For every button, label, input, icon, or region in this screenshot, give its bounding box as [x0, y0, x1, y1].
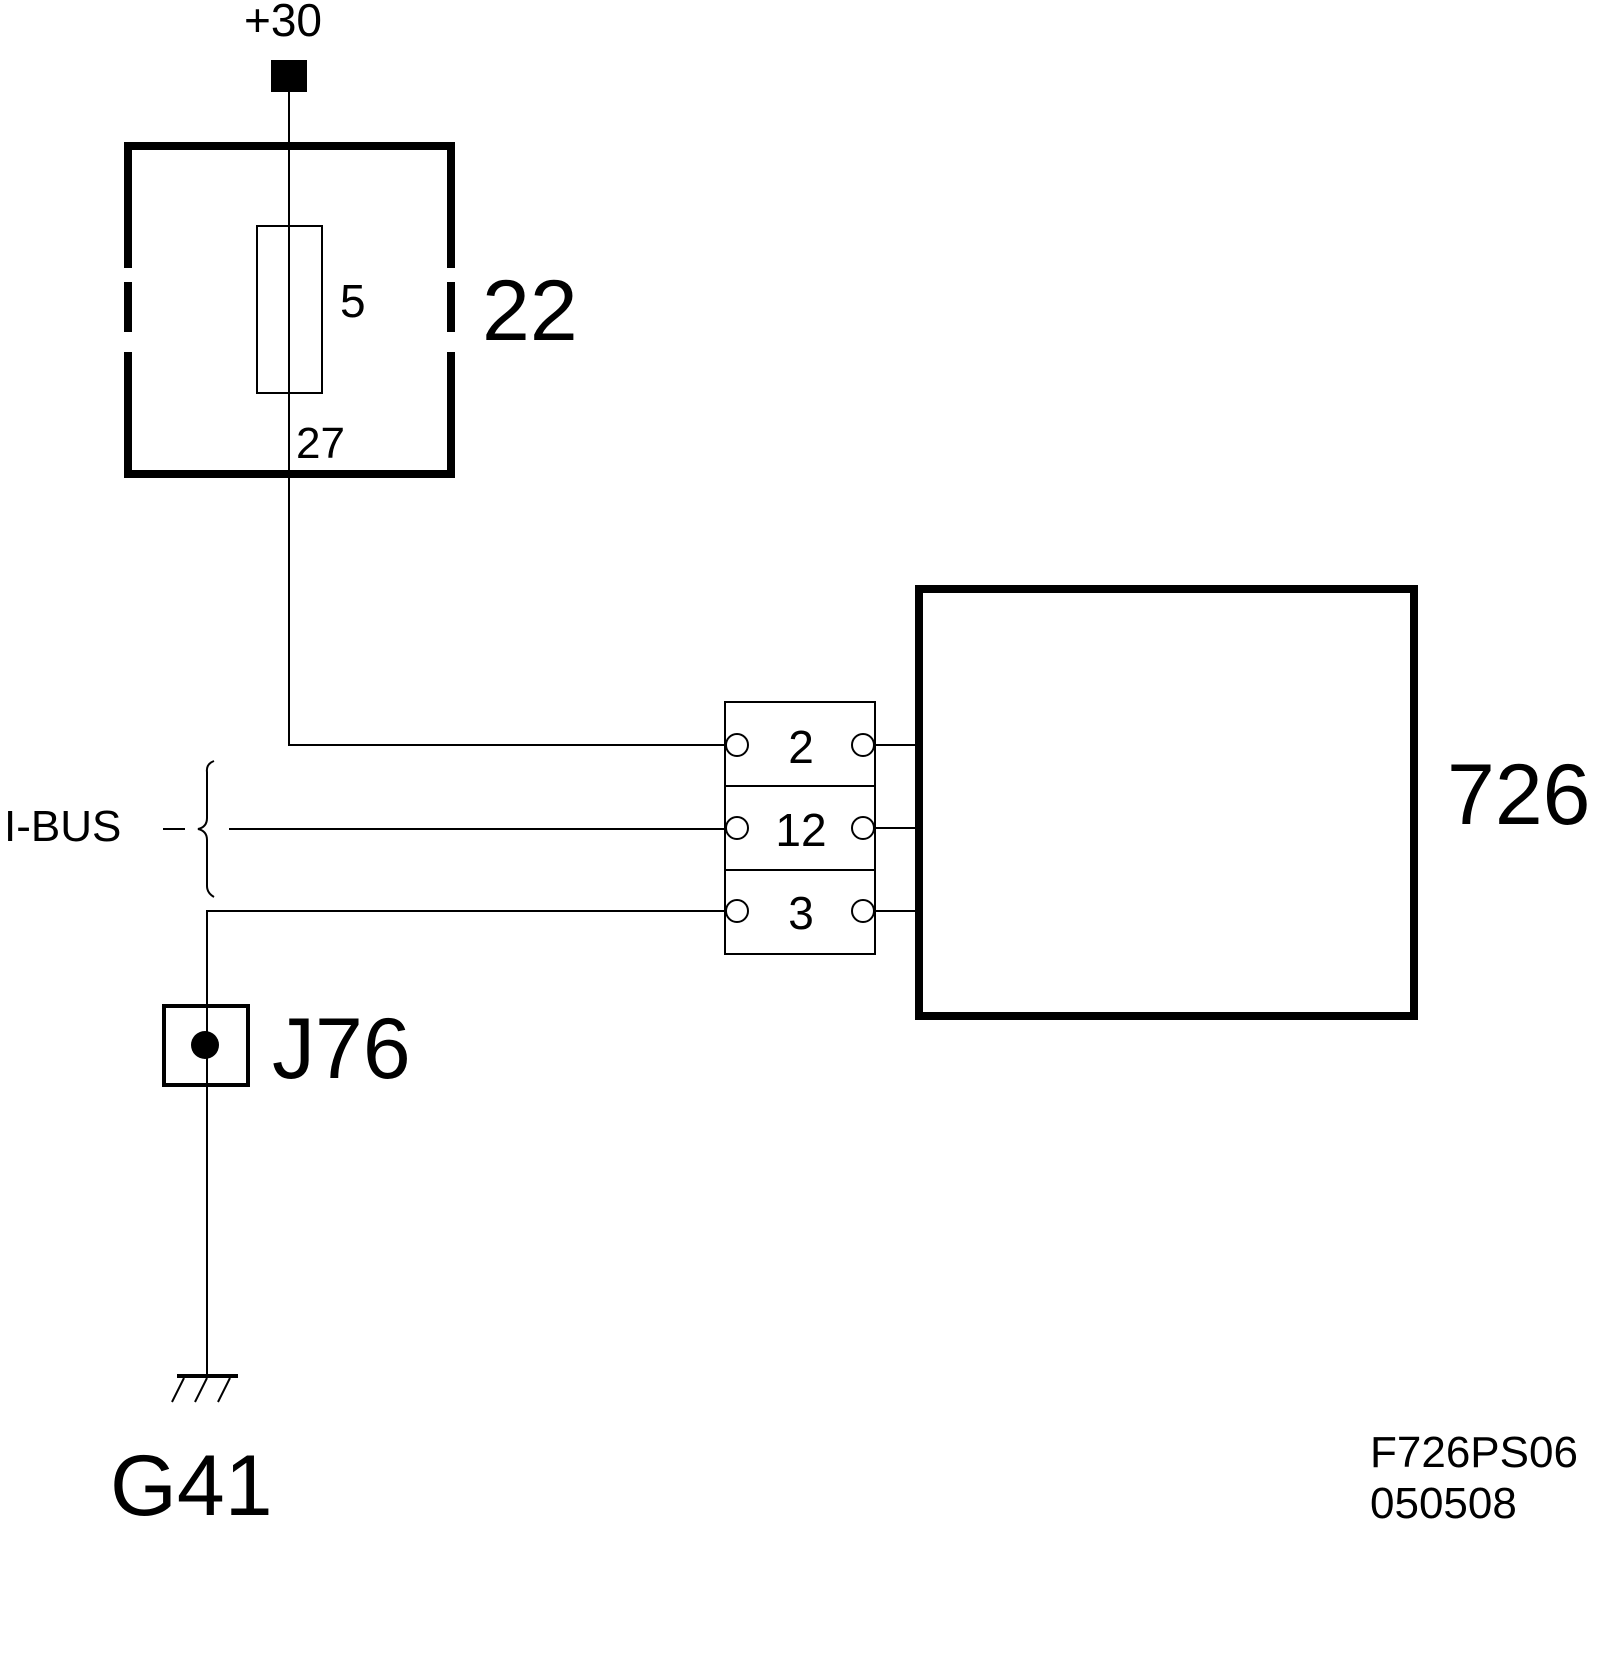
- module-box: [915, 585, 1418, 1020]
- pin-contacts: [725, 733, 875, 923]
- drawing-date: 050508: [1370, 1479, 1517, 1528]
- fuse-box-id: 22: [482, 263, 578, 359]
- supply-terminal: [271, 60, 307, 92]
- ground-id: G41: [110, 1438, 273, 1534]
- splice-box: [162, 1004, 250, 1087]
- supply-wire: [288, 92, 725, 746]
- module-id: 726: [1447, 747, 1591, 843]
- drawing-code: F726PS06: [1370, 1428, 1578, 1477]
- connector-pin-12: 12: [775, 804, 826, 856]
- connector-pin-2: 2: [788, 721, 814, 773]
- bus-brace: [197, 760, 215, 898]
- fuse-rating: 5: [340, 275, 366, 327]
- supply-label: +30: [244, 0, 322, 46]
- ground-symbol: [171, 1374, 238, 1403]
- ground-wire: [206, 910, 725, 1376]
- bus-label: I-BUS: [4, 802, 121, 851]
- splice-dot: [191, 1031, 219, 1059]
- module-stubs: [875, 744, 919, 912]
- connector-pin-3: 3: [788, 887, 814, 939]
- fuse-number: 27: [296, 419, 345, 468]
- splice-id: J76: [272, 1001, 411, 1097]
